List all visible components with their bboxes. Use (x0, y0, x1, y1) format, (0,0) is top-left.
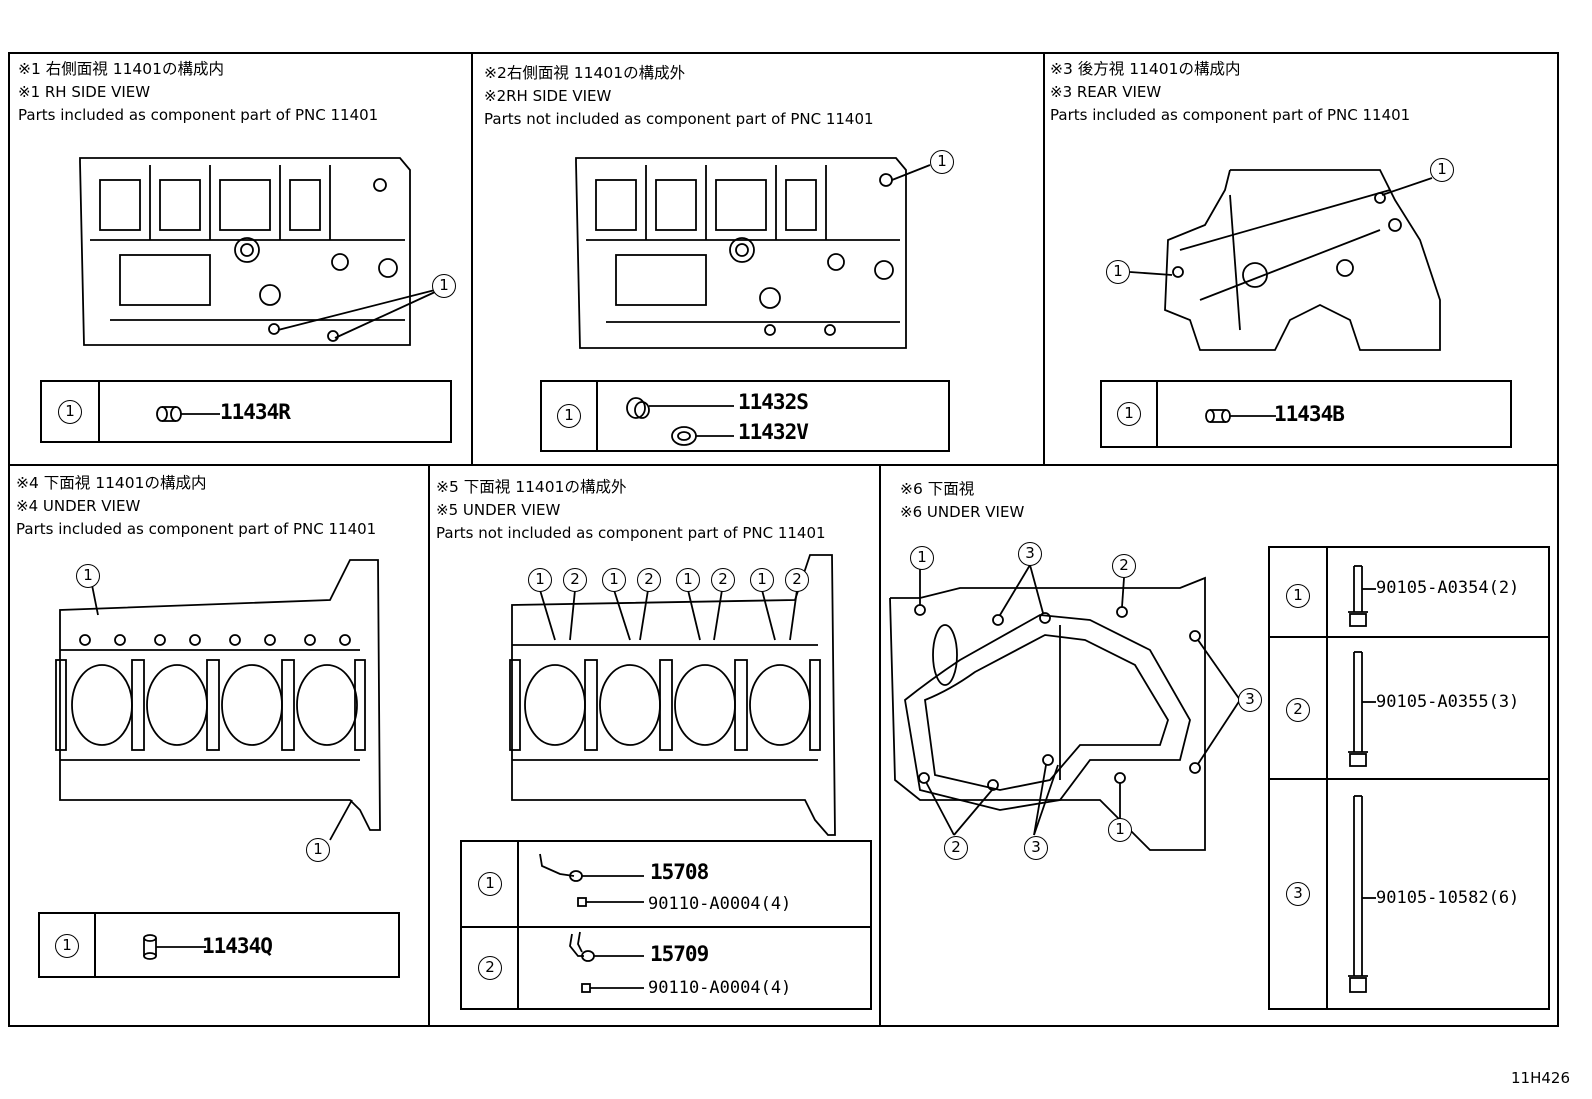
callout-2-panel5-a: 2 (563, 568, 587, 592)
panel-5-header: ※5 下面視 11401の構成外 ※5 UNDER VIEW Parts not… (436, 476, 826, 545)
callout-3-panel6-c: 3 (1024, 836, 1048, 860)
panel-4-subtitle: Parts included as component part of PNC … (16, 520, 377, 538)
panel-5-parts-table: 1 2 15708 90110-A0004(4) 15709 90110-A00… (460, 840, 872, 1010)
panel-6-title-en: ※6 UNDER VIEW (900, 503, 1025, 521)
part-number-a: 11432S (738, 390, 809, 414)
collar-pin-icon (143, 934, 206, 960)
panel-2-title-jp: ※2右側面視 11401の構成外 (484, 64, 686, 82)
part-number: 11434R (220, 400, 291, 424)
ref-1: 1 (478, 872, 502, 896)
callout-2-panel6-a: 2 (1112, 554, 1136, 578)
callout-3-panel6-b: 3 (1238, 688, 1262, 712)
bolt-long-icon (1348, 795, 1376, 993)
panel-4-title-en: ※4 UNDER VIEW (16, 497, 141, 515)
panel-4-parts-table: 1 11434Q (38, 912, 400, 978)
ref-1: 1 (55, 934, 79, 958)
panel-3-header: ※3 後方視 11401の構成内 ※3 REAR VIEW Parts incl… (1050, 58, 1410, 127)
callout-1-panel5-d: 1 (750, 568, 774, 592)
callout-1-panel4-b: 1 (306, 838, 330, 862)
grid-h-divider (8, 464, 1559, 466)
panel-4-title-jp: ※4 下面視 11401の構成内 (16, 474, 207, 492)
bolt-short-icon (1348, 565, 1376, 627)
callout-3-panel6-a: 3 (1018, 542, 1042, 566)
panel-3-parts-table: 1 11434B (1100, 380, 1512, 448)
panel-1-header: ※1 右側面視 11401の構成内 ※1 RH SIDE VIEW Parts … (18, 58, 378, 127)
ref-1: 1 (58, 400, 82, 424)
figure-code: 11H426 (1511, 1069, 1570, 1087)
part-number: 11434B (1274, 402, 1345, 426)
part-number-2b: 90110-A0004(4) (648, 978, 792, 998)
grid-v-divider-2 (1043, 52, 1045, 465)
panel-6-bolt-table: 1 2 3 90105-A0354(2) 90105-A0355(3) 9010… (1268, 546, 1550, 1010)
callout-1-panel4-a: 1 (76, 564, 100, 588)
collar-pin-icon (1205, 409, 1276, 423)
panel-2-header: ※2右側面視 11401の構成外 ※2RH SIDE VIEW Parts no… (484, 62, 874, 131)
callout-1-panel6-a: 1 (910, 546, 934, 570)
ref-1: 1 (557, 404, 581, 428)
panel-5-title-en: ※5 UNDER VIEW (436, 501, 561, 519)
part-number-1b: 90110-A0004(4) (648, 894, 792, 914)
grid-v-divider-4 (879, 464, 881, 1027)
part-number-b: 11432V (738, 420, 809, 444)
part-number-2a: 15709 (650, 942, 709, 966)
callout-1-panel5-b: 1 (602, 568, 626, 592)
panel-1-title-jp: ※1 右側面視 11401の構成内 (18, 60, 225, 78)
callout-1-panel3-b: 1 (1106, 260, 1130, 284)
bolt-medium-icon (1348, 651, 1376, 767)
part-number: 11434Q (202, 934, 273, 958)
bolt-number-3: 90105-10582(6) (1376, 888, 1520, 908)
ref-1: 1 (1286, 584, 1310, 608)
collar-pin-icon (156, 406, 220, 422)
ref-1: 1 (1117, 402, 1141, 426)
callout-1-panel6-b: 1 (1108, 818, 1132, 842)
panel-3-subtitle: Parts included as component part of PNC … (1050, 106, 1411, 124)
panel-5-subtitle: Parts not included as component part of … (436, 524, 826, 542)
panel-2-parts-table: 1 11432S 11432V (540, 380, 950, 452)
callout-1-panel1: 1 (432, 274, 456, 298)
panel-1-subtitle: Parts included as component part of PNC … (18, 106, 379, 124)
part-number-1a: 15708 (650, 860, 709, 884)
ref-3: 3 (1286, 882, 1310, 906)
callout-2-panel5-b: 2 (637, 568, 661, 592)
bolt-number-1: 90105-A0354(2) (1376, 578, 1520, 598)
ref-2: 2 (478, 956, 502, 980)
panel-1-title-en: ※1 RH SIDE VIEW (18, 83, 151, 101)
ref-2: 2 (1286, 698, 1310, 722)
callout-2-panel5-c: 2 (711, 568, 735, 592)
panel-2-subtitle: Parts not included as component part of … (484, 110, 874, 128)
callout-2-panel5-d: 2 (785, 568, 809, 592)
panel-6-title-jp: ※6 下面視 (900, 480, 975, 498)
panel-6-header: ※6 下面視 ※6 UNDER VIEW (900, 478, 1024, 524)
panel-4-header: ※4 下面視 11401の構成内 ※4 UNDER VIEW Parts inc… (16, 472, 376, 541)
diagram-frame (8, 52, 1559, 1027)
panel-1-parts-table: 1 11434R (40, 380, 452, 443)
callout-1-panel2: 1 (930, 150, 954, 174)
grid-v-divider-3 (428, 464, 430, 1027)
panel-3-title-jp: ※3 後方視 11401の構成内 (1050, 60, 1241, 78)
grid-v-divider-1 (471, 52, 473, 465)
callout-1-panel5-a: 1 (528, 568, 552, 592)
panel-5-title-jp: ※5 下面視 11401の構成外 (436, 478, 627, 496)
callout-2-panel6-b: 2 (944, 836, 968, 860)
panel-2-title-en: ※2RH SIDE VIEW (484, 87, 612, 105)
bolt-number-2: 90105-A0355(3) (1376, 692, 1520, 712)
oil-nozzle-icon (626, 397, 734, 446)
panel-3-title-en: ※3 REAR VIEW (1050, 83, 1162, 101)
oil-jet-icon (539, 853, 644, 993)
callout-1-panel5-c: 1 (676, 568, 700, 592)
callout-1-panel3-a: 1 (1430, 158, 1454, 182)
